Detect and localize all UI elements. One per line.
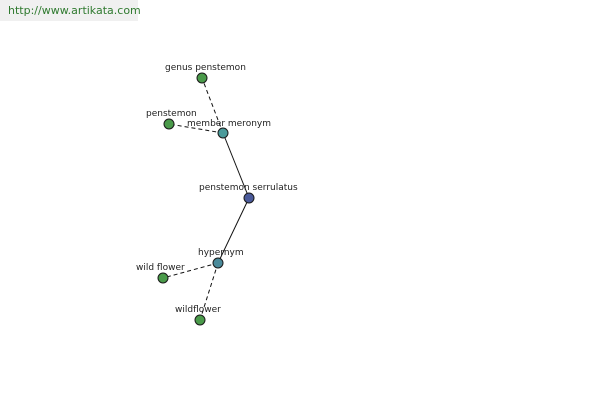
node-wild-flower[interactable] <box>157 272 169 284</box>
node-member-meronym[interactable] <box>217 127 229 139</box>
edge-member-meronym-to-genus-penstemon <box>201 77 224 134</box>
node-label-wild-flower[interactable]: wild flower <box>136 263 185 273</box>
edge-member-meronym-to-penstemon <box>168 123 224 134</box>
edge-penstemon-serrulatus-to-member-meronym <box>222 132 250 199</box>
node-label-penstemon-serrulatus[interactable]: penstemon serrulatus <box>199 183 298 193</box>
site-banner: http://www.artikata.com <box>0 0 141 21</box>
node-label-genus-penstemon[interactable]: genus penstemon <box>165 63 246 73</box>
edge-hypernym-to-wildflower <box>199 262 219 321</box>
node-genus-penstemon[interactable] <box>196 72 208 84</box>
edge-hypernym-to-wild-flower <box>162 262 219 279</box>
node-penstemon[interactable] <box>163 118 175 130</box>
node-label-wildflower[interactable]: wildflower <box>175 305 221 315</box>
node-label-penstemon[interactable]: penstemon <box>146 109 197 119</box>
node-label-member-meronym[interactable]: member meronym <box>187 119 271 129</box>
node-penstemon-serrulatus[interactable] <box>243 192 255 204</box>
edge-penstemon-serrulatus-to-hypernym <box>217 197 250 264</box>
node-wildflower[interactable] <box>194 314 206 326</box>
node-label-hypernym[interactable]: hypernym <box>198 248 244 258</box>
node-hypernym[interactable] <box>212 257 224 269</box>
site-url-link[interactable]: http://www.artikata.com <box>8 4 141 17</box>
